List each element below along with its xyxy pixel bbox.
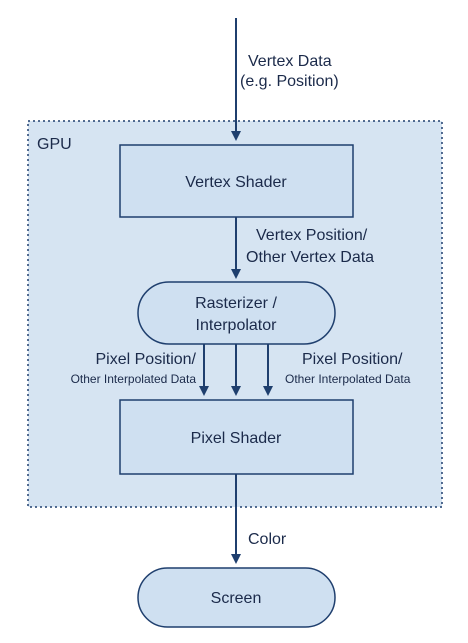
pixel-input-left-line2: Other Interpolated Data: [71, 372, 197, 386]
pixel-shader-label: Pixel Shader: [191, 430, 282, 447]
vertex-output-label-line1: Vertex Position/: [256, 227, 368, 244]
screen-box: [137, 567, 336, 628]
rasterizer-box: [137, 281, 336, 345]
gpu-label: GPU: [37, 136, 72, 153]
input-label-line1: Vertex Data: [248, 53, 332, 70]
vertex-shader-box: [119, 144, 354, 218]
pixel-input-right-line2: Other Interpolated Data: [285, 372, 411, 386]
pixel-shader-box: [119, 399, 354, 475]
input-label-line2: (e.g. Position): [240, 73, 339, 90]
rasterizer-label-line2: Interpolator: [196, 317, 278, 334]
vertex-output-label-line2: Other Vertex Data: [246, 249, 374, 266]
vertex-shader-label: Vertex Shader: [185, 174, 287, 191]
screen-label: Screen: [211, 590, 262, 607]
rasterizer-label-line1: Rasterizer /: [195, 295, 277, 312]
pixel-input-right-line1: Pixel Position/: [302, 351, 403, 368]
pixel-input-left-line1: Pixel Position/: [96, 351, 197, 368]
color-label: Color: [248, 531, 287, 548]
